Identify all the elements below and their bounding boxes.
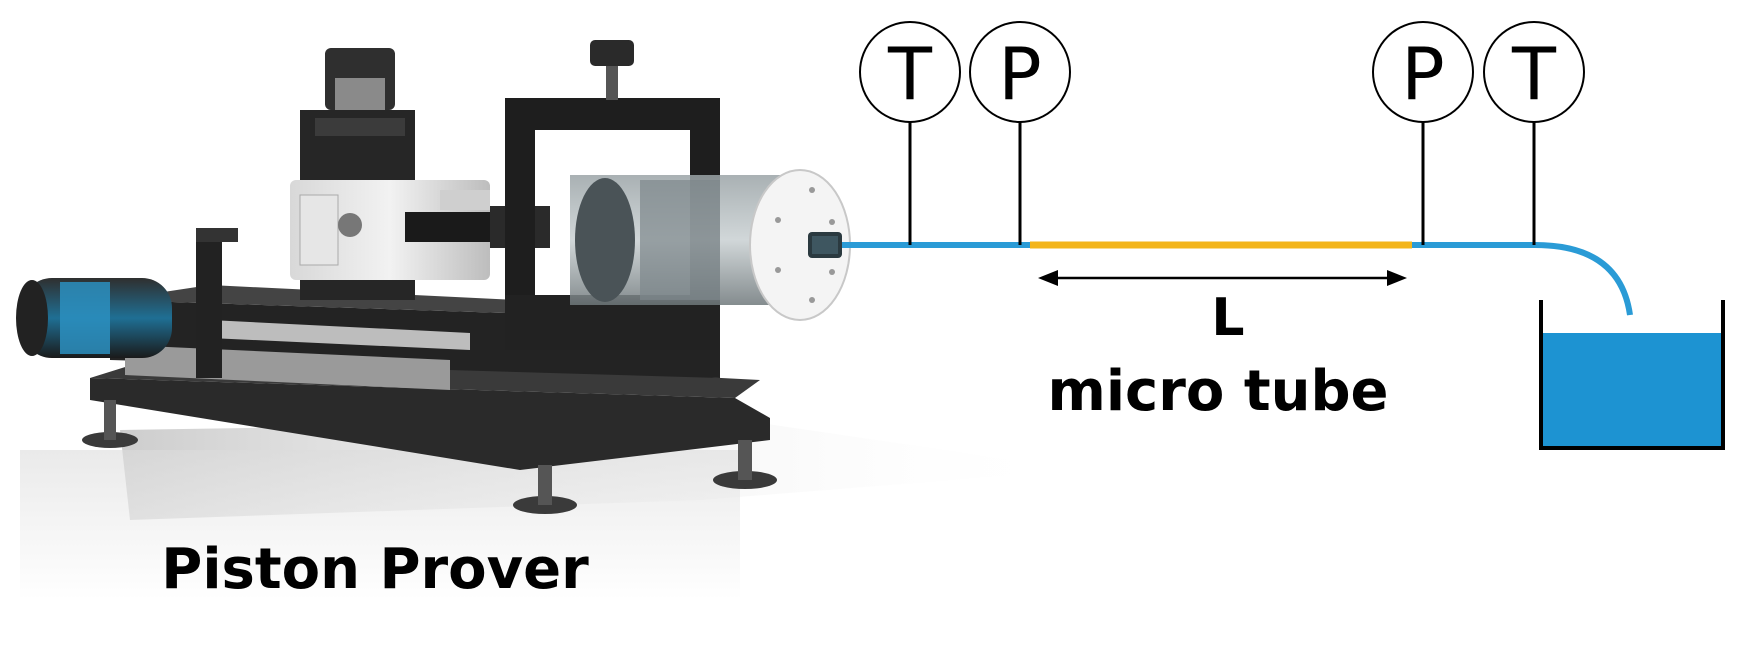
sensor-p-left: P xyxy=(969,21,1071,245)
bracket-left xyxy=(196,228,222,378)
sensor-p-right-label: P xyxy=(1401,32,1444,116)
length-label: L xyxy=(1211,288,1244,348)
sensor-t-right-label: T xyxy=(1511,32,1557,116)
rail-guide-2 xyxy=(210,320,470,350)
sensor-t-right: T xyxy=(1483,21,1585,245)
piston-prover-label: Piston Prover xyxy=(161,537,589,602)
micro-tube-label: micro tube xyxy=(1047,359,1388,424)
piston-prover-machine xyxy=(16,40,1080,600)
sensor-p-right: P xyxy=(1372,21,1474,245)
base-plate xyxy=(90,378,770,470)
machine-reflection xyxy=(20,450,740,600)
outlet-tube xyxy=(1412,242,1633,316)
tube-line xyxy=(842,241,1633,316)
water xyxy=(1541,333,1723,448)
piston-rod xyxy=(405,212,505,242)
sensor-t-left-label: T xyxy=(887,32,933,116)
container-walls xyxy=(1539,300,1725,450)
length-arrow xyxy=(1038,270,1407,286)
sensor-t-left: T xyxy=(859,21,961,245)
water-container xyxy=(1539,300,1725,450)
sensor-p-left-label: P xyxy=(998,32,1041,116)
